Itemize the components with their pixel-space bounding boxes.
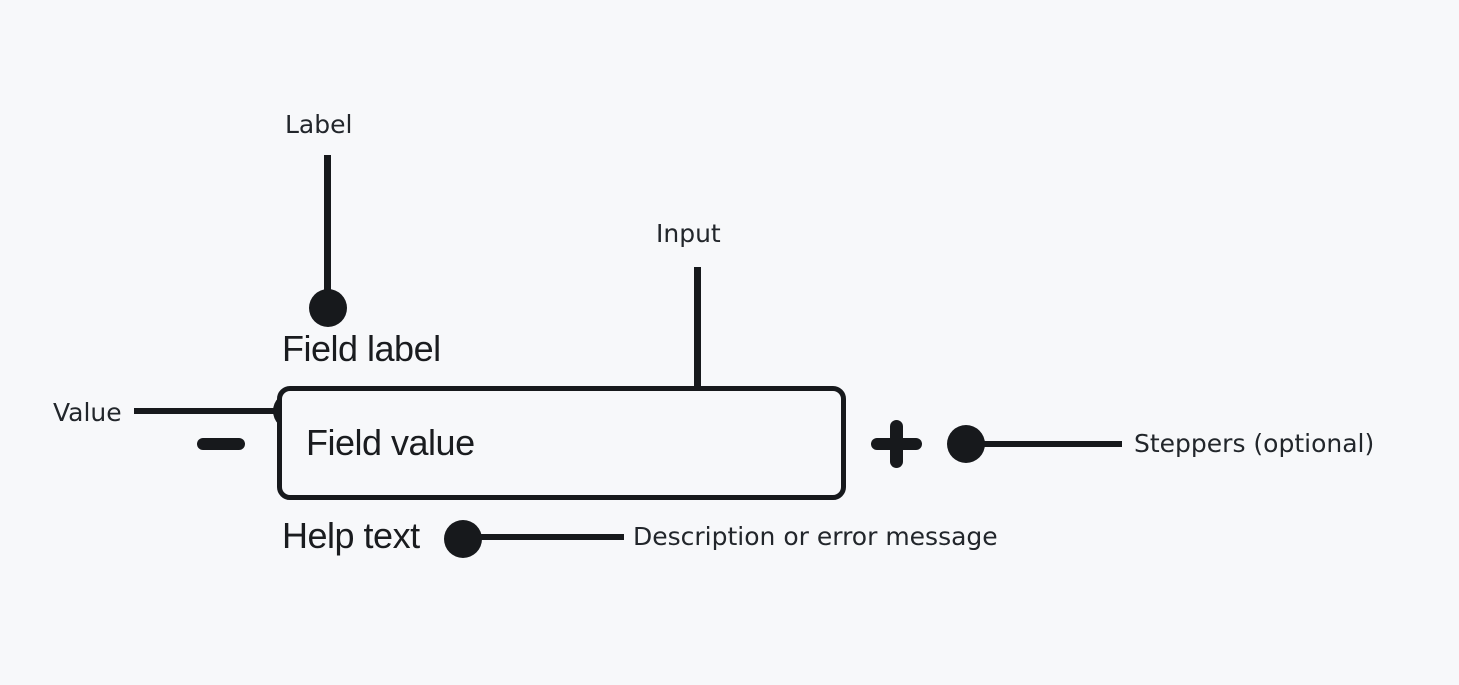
- value-connector-line: [134, 408, 280, 414]
- field-label: Field label: [282, 328, 441, 369]
- steppers-annotation: Steppers (optional): [1134, 429, 1375, 458]
- number-input-field[interactable]: Field value: [277, 386, 846, 500]
- value-annotation: Value: [53, 398, 122, 427]
- steppers-connector-dot: [947, 425, 985, 463]
- label-connector-dot: [309, 289, 347, 327]
- help-annotation: Description or error message: [633, 522, 998, 551]
- help-text: Help text: [282, 515, 420, 556]
- help-connector-dot: [444, 520, 482, 558]
- field-value: Field value: [306, 422, 475, 464]
- decrement-button[interactable]: [197, 438, 245, 450]
- help-connector-line: [480, 534, 624, 540]
- increment-button[interactable]: [871, 420, 922, 468]
- input-annotation: Input: [656, 219, 721, 248]
- label-connector-line: [324, 155, 331, 308]
- input-connector-line: [694, 267, 701, 417]
- label-annotation: Label: [285, 110, 353, 139]
- steppers-connector-line: [983, 441, 1122, 447]
